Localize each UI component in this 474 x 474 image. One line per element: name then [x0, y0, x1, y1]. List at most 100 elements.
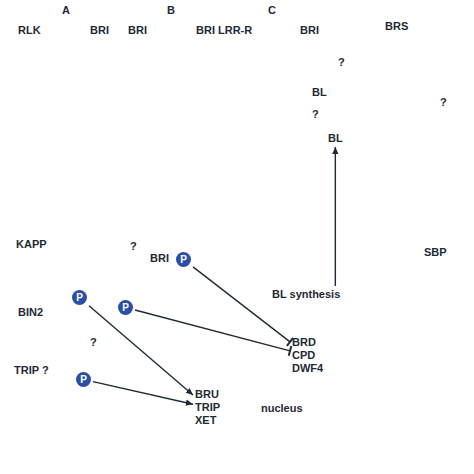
bin2-protein [68, 310, 73, 350]
arrow-connector [335, 147, 336, 286]
receptor-kinase-domain [152, 168, 162, 224]
cell-membrane [18, 120, 456, 464]
receptor-extracellular [258, 30, 268, 180]
brs-protein [369, 39, 428, 91]
question-mark: ? [338, 56, 345, 69]
arrow-line [420, 92, 426, 108]
part-label: C [268, 4, 276, 17]
receptor-dot [287, 84, 295, 91]
steroid-ring [269, 257, 288, 279]
phospho-circle: P [72, 290, 87, 305]
brs-crossing [372, 48, 428, 86]
nucleus: nucleus BRD CPD DWF4BRU TRIP XET [165, 330, 360, 450]
question-mark: ? [130, 240, 137, 253]
phospho-circle: P [76, 372, 91, 387]
kapp-protein-outline [58, 230, 66, 272]
fragment-dots [410, 126, 434, 130]
receptor-extracellular [152, 30, 162, 180]
steroid-ring [250, 257, 269, 279]
trip-curl-head [66, 381, 76, 392]
nucleus-outline [165, 330, 360, 450]
receptor-kinase-domain [182, 168, 192, 224]
part-label: BL [312, 86, 327, 99]
part-label: B [167, 4, 175, 17]
kinase-curl [103, 284, 116, 300]
part-label: BRI [128, 24, 147, 37]
steroid-side-chain [314, 198, 324, 240]
receptor-kinase-domain [47, 168, 57, 224]
node-text: BL [328, 132, 343, 145]
bin2-curl [46, 282, 66, 302]
arrow-line [298, 92, 310, 93]
brs-fragment [396, 110, 440, 143]
kinase-curl-head [111, 284, 121, 296]
receptor-extracellular [182, 30, 192, 180]
part-label: BRI [90, 24, 109, 37]
arrow-connector [93, 382, 193, 405]
receptor-dot [183, 84, 191, 91]
part-label: KAPP [16, 238, 47, 251]
kapp-protein [60, 230, 65, 272]
inhibition-connector [135, 310, 290, 351]
part-label: A [62, 4, 70, 17]
node-text: BRU TRIP XET [195, 388, 220, 427]
receptor-kinase-domain [286, 168, 296, 224]
arrow-line [298, 139, 325, 140]
kinase-curl-outline [103, 284, 116, 300]
inhibition-line [84, 322, 110, 330]
part-label: BRI [150, 252, 169, 265]
sbp-arm [412, 204, 430, 222]
question-mark: ? [440, 96, 447, 109]
node-text: BL synthesis [272, 288, 340, 301]
inhibition-line [68, 244, 112, 255]
receptor-extracellular [286, 30, 296, 180]
trip-protein [82, 392, 87, 430]
arrow-connector [89, 306, 193, 395]
receptor-extracellular [77, 30, 87, 180]
part-label: RLK [18, 24, 41, 37]
node-text: nucleus [261, 402, 303, 415]
part-label: BRS [385, 20, 408, 33]
node-text: BRD CPD DWF4 [292, 336, 323, 375]
phospho-mark: P [72, 290, 87, 305]
gene-group: BRD CPD DWF4 [292, 336, 323, 375]
part-label: BRI [300, 24, 319, 37]
phospho-circle: P [176, 252, 191, 267]
hormone-label: BL [328, 132, 343, 145]
phospho-mark: P [76, 372, 91, 387]
question-mark: ? [90, 336, 97, 349]
phospho-circle: P [118, 300, 133, 315]
receptor-extracellular [47, 30, 57, 180]
receptor-dot [78, 84, 86, 91]
part-label: BRI [196, 24, 215, 37]
trip-protein-outline [80, 392, 88, 430]
steroid-ring [298, 241, 317, 263]
receptor-kinase-domain [258, 168, 268, 194]
bin2-protein-outline [66, 310, 74, 350]
part-label: SBP [424, 246, 447, 259]
steroid-groups [242, 226, 329, 286]
inhibition-connector [193, 267, 290, 342]
nucleus-shape [167, 332, 358, 448]
receptor-dot [153, 84, 161, 91]
steroid-ring [279, 241, 298, 263]
arrow-line [301, 70, 368, 72]
receptor-kinase-domain [77, 168, 87, 224]
part-label: BIN2 [18, 306, 43, 319]
trip-curl [50, 384, 70, 402]
gene-group: BRU TRIP XET [195, 388, 220, 427]
part-label: TRIP ? [14, 364, 49, 377]
bin2-curl-outline [46, 282, 66, 302]
phospho-mark: P [176, 252, 191, 267]
part-label: LRR-R [218, 24, 252, 37]
phospho-mark: P [118, 300, 133, 315]
sbp-protein [382, 222, 420, 252]
trip-curl-outline [50, 384, 70, 402]
bin2-curl-head [62, 279, 73, 290]
bracket [55, 226, 292, 246]
process-label: BL synthesis [272, 288, 340, 301]
question-mark: ? [312, 108, 319, 121]
